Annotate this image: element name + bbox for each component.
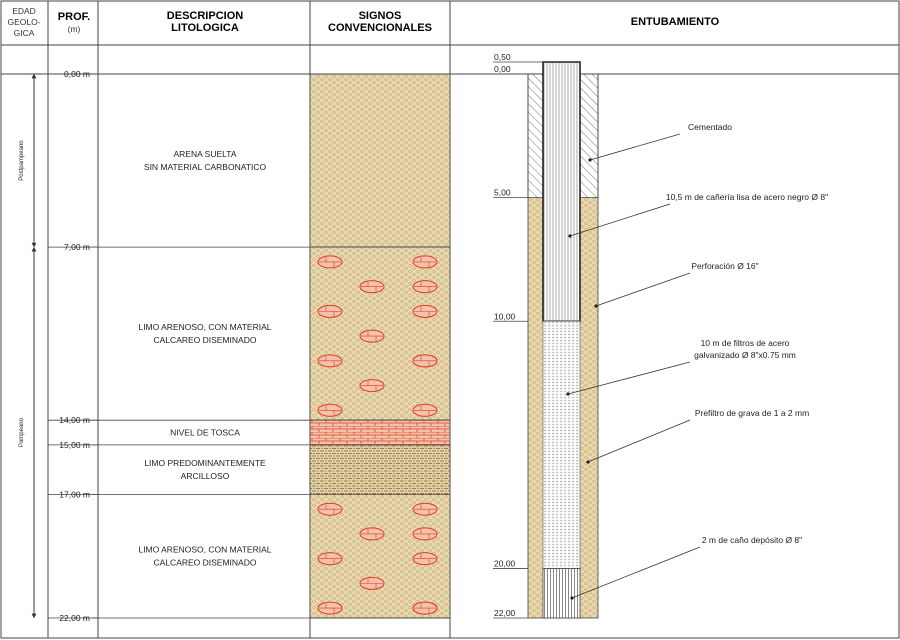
layer-description: LIMO PREDOMINANTEMENTE bbox=[144, 458, 266, 468]
calcareous-nodule bbox=[317, 552, 343, 566]
annotation-dot bbox=[586, 460, 590, 464]
header-signos-line-2: CONVENCIONALES bbox=[328, 22, 432, 34]
header-descripcion-line-2: LITOLOGICA bbox=[171, 22, 239, 34]
calcareous-nodule bbox=[359, 576, 385, 590]
calcareous-nodule bbox=[412, 255, 438, 269]
calcareous-nodule bbox=[359, 280, 385, 294]
calcareous-nodule bbox=[412, 601, 438, 615]
calcareous-nodule bbox=[317, 354, 343, 368]
filter-screen bbox=[542, 320, 581, 569]
annotation-leader bbox=[589, 133, 681, 161]
lithology-pattern-tosca bbox=[309, 419, 451, 446]
annotation-leader bbox=[587, 419, 691, 463]
annotation-leader bbox=[571, 546, 701, 599]
annotation-label: 10 m de filtros de acero bbox=[701, 338, 790, 348]
calcareous-nodule bbox=[359, 329, 385, 343]
calcareous-nodule bbox=[317, 502, 343, 516]
annotation-dot bbox=[570, 596, 574, 600]
header-row: EDAD GEOLO- GICA PROF. (m) DESCRIPCION L… bbox=[1, 6, 899, 46]
annotation-dot bbox=[568, 234, 572, 238]
well-top-label: 0,50 bbox=[494, 52, 511, 62]
calcareous-nodule bbox=[412, 354, 438, 368]
calcareous-nodule bbox=[359, 527, 385, 541]
header-prof-unit: (m) bbox=[68, 24, 81, 34]
depth-label: 22,00 m bbox=[59, 613, 90, 623]
calcareous-nodule bbox=[412, 304, 438, 318]
age-label: Pampeano bbox=[19, 417, 25, 447]
calcareous-nodule bbox=[412, 527, 438, 541]
layer-description: LIMO ARENOSO, CON MATERIAL bbox=[138, 545, 271, 555]
annotation-leader bbox=[569, 203, 671, 237]
layer-description: ARENA SUELTA bbox=[174, 149, 237, 159]
lithology-layers: ARENA SUELTA SIN MATERIAL CARBONATICO LIMO… bbox=[48, 73, 451, 619]
header-edad-line-3: GICA bbox=[14, 28, 35, 38]
header-edad-line-2: GEOLO- bbox=[7, 17, 40, 27]
annotation-label: Cementado bbox=[688, 122, 732, 132]
layer-description: CALCAREO DISEMINADO bbox=[154, 335, 257, 345]
calcareous-nodule bbox=[317, 601, 343, 615]
depth-marks: 0,00 m 7,00 m 14,00 m 15,00 m 17,00 m 22,00 m bbox=[1, 69, 899, 623]
casing-annotations: Cementado 10,5 m de cañería lisa de acero… bbox=[566, 122, 828, 600]
annotation-dot bbox=[566, 392, 570, 396]
layer-description: LIMO ARENOSO, CON MATERIAL bbox=[138, 322, 271, 332]
annotation-dot bbox=[588, 158, 592, 162]
annotation-label: 10,5 m de cañería lisa de acero negro Ø … bbox=[666, 192, 828, 202]
annotation-leader bbox=[567, 361, 691, 395]
annotation-label: Prefiltro de grava de 1 a 2 mm bbox=[695, 408, 809, 418]
header-prof: PROF. bbox=[58, 11, 90, 23]
annotation-leader bbox=[595, 272, 691, 307]
depth-label: 17,00 m bbox=[59, 489, 90, 499]
calcareous-nodule bbox=[412, 502, 438, 516]
annotation-dot bbox=[594, 304, 598, 308]
layer-description: ARCILLOSO bbox=[181, 471, 230, 481]
calcareous-nodule bbox=[412, 403, 438, 417]
calcareous-nodule bbox=[317, 255, 343, 269]
well-depth-label: 22,00 bbox=[494, 608, 516, 618]
lithology-pattern-arcilla bbox=[309, 444, 451, 495]
depth-label: 15,00 m bbox=[59, 440, 90, 450]
calcareous-nodule bbox=[317, 304, 343, 318]
header-edad-line-1: EDAD bbox=[12, 6, 36, 16]
header-entubamiento: ENTUBAMIENTO bbox=[631, 16, 720, 28]
age-label: Postpampeano bbox=[19, 140, 25, 181]
calcareous-nodule bbox=[412, 280, 438, 294]
layer-description: NIVEL DE TOSCA bbox=[170, 428, 240, 438]
well-casing-diagram: 0,00 5,00 10,00 20,00 22,00 0,50 bbox=[493, 52, 599, 619]
depth-label: 14,00 m bbox=[59, 415, 90, 425]
well-depth-label: 5,00 bbox=[494, 188, 511, 198]
depth-label: 0,00 m bbox=[64, 69, 90, 79]
calcareous-nodule bbox=[317, 403, 343, 417]
header-signos-line-1: SIGNOS bbox=[359, 10, 402, 22]
calcareous-nodule bbox=[412, 552, 438, 566]
lithology-pattern-sand bbox=[309, 73, 451, 248]
well-depth-label: 20,00 bbox=[494, 559, 516, 569]
deposit-pipe bbox=[542, 568, 581, 619]
calcareous-nodule bbox=[359, 379, 385, 393]
annotation-label: galvanizado Ø 8"x0.75 mm bbox=[694, 350, 796, 360]
well-depth-label: 10,00 bbox=[494, 311, 516, 321]
layer-description: CALCAREO DISEMINADO bbox=[154, 558, 257, 568]
annotation-label: 2 m de caño depósito Ø 8" bbox=[702, 535, 802, 545]
header-descripcion-line-1: DESCRIPCION bbox=[167, 10, 243, 22]
layer-description: SIN MATERIAL CARBONATICO bbox=[144, 162, 267, 172]
well-depth-label: 0,00 bbox=[494, 64, 511, 74]
annotation-label: Perforación Ø 16" bbox=[691, 261, 758, 271]
blank-casing-pipe bbox=[542, 61, 581, 323]
depth-label: 7,00 m bbox=[64, 242, 90, 252]
